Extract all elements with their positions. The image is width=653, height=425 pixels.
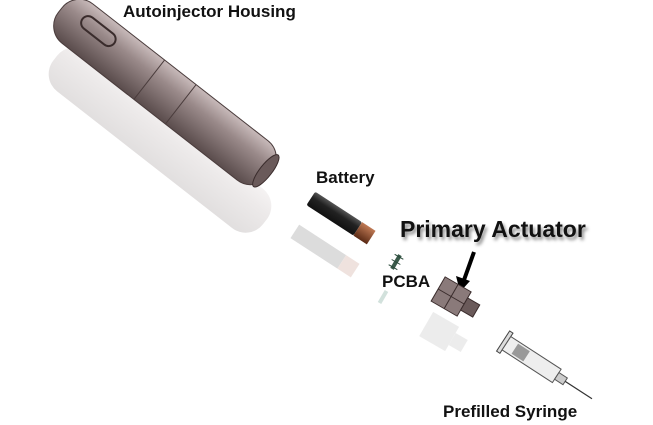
primary-actuator xyxy=(430,276,481,318)
prefilled-syringe xyxy=(495,330,593,400)
pcba xyxy=(388,253,404,271)
label-primary-actuator: Primary Actuator xyxy=(400,216,586,242)
housing-reflection xyxy=(48,47,272,233)
battery xyxy=(307,192,376,245)
label-autoinjector-housing: Autoinjector Housing xyxy=(123,2,296,21)
label-prefilled-syringe: Prefilled Syringe xyxy=(443,402,578,421)
pcba-reflection xyxy=(377,289,389,305)
label-battery: Battery xyxy=(316,168,375,187)
actuator-reflection xyxy=(419,311,468,353)
label-pcba: PCBA xyxy=(382,272,431,291)
autoinjector-housing xyxy=(53,0,280,188)
battery-reflection xyxy=(290,224,360,278)
